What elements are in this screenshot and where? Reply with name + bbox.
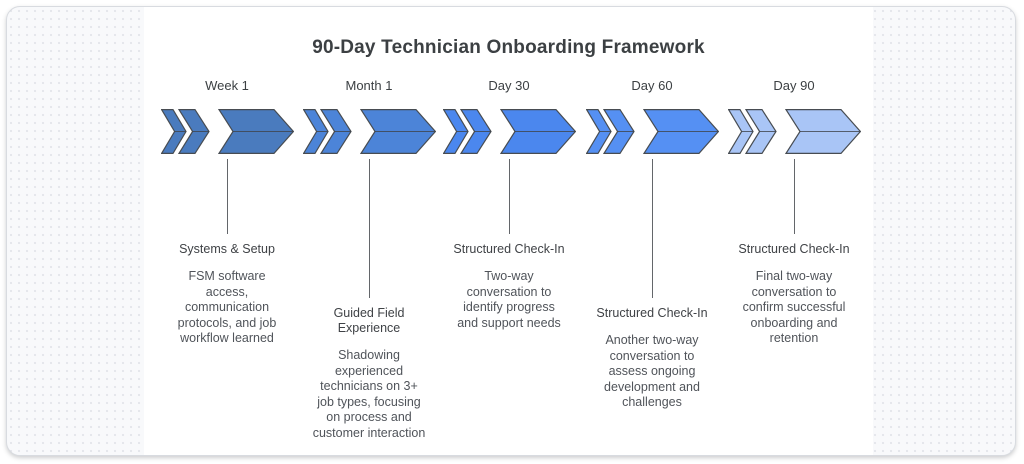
chevron-arrows-icon <box>585 109 719 154</box>
connector-line <box>651 159 653 298</box>
stage-column: Month 1 Guided Field Experience Shadowin… <box>294 77 444 441</box>
framework-card: 90-Day Technician Onboarding Framework W… <box>6 6 1016 456</box>
stage-heading: Guided Field Experience <box>333 306 405 335</box>
stage-column: Day 60 Structured Check-In Another two-w… <box>577 77 727 411</box>
connector-line <box>508 159 510 234</box>
stage-heading: Structured Check-In <box>738 242 850 256</box>
stage-heading: Structured Check-In <box>453 242 565 256</box>
chevron-arrows-icon <box>727 109 861 154</box>
stage-description: Another two-way conversation to assess o… <box>604 333 700 409</box>
connector-line <box>793 159 795 234</box>
chevron-arrows-icon <box>160 109 294 154</box>
stage-column: Day 90 Structured Check-In Final two-way… <box>719 77 869 347</box>
page-title: 90-Day Technician Onboarding Framework <box>312 37 705 58</box>
connector-line <box>226 159 228 234</box>
stage-column: Week 1 Systems & Setup FSM software acce… <box>152 77 302 347</box>
stage-label: Day 60 <box>631 78 673 93</box>
stage-description: Shadowing experienced technicians on 3+ … <box>312 348 426 440</box>
stage-heading: Structured Check-In <box>596 306 708 320</box>
stage-label: Month 1 <box>345 78 393 93</box>
chevron-arrows-icon <box>302 109 436 154</box>
stage-description: Final two-way conversation to confirm su… <box>742 269 846 345</box>
stage-column: Day 30 Structured Check-In Two-way conve… <box>434 77 584 331</box>
connector-line <box>368 159 370 298</box>
stage-description: FSM software access, communication proto… <box>177 269 277 345</box>
stage-label: Day 30 <box>488 78 530 93</box>
stage-description: Two-way conversation to identify progres… <box>457 269 561 330</box>
stage-label: Day 90 <box>773 78 815 93</box>
stage-label: Week 1 <box>205 78 249 93</box>
chevron-arrows-icon <box>442 109 576 154</box>
stage-heading: Systems & Setup <box>179 242 275 256</box>
